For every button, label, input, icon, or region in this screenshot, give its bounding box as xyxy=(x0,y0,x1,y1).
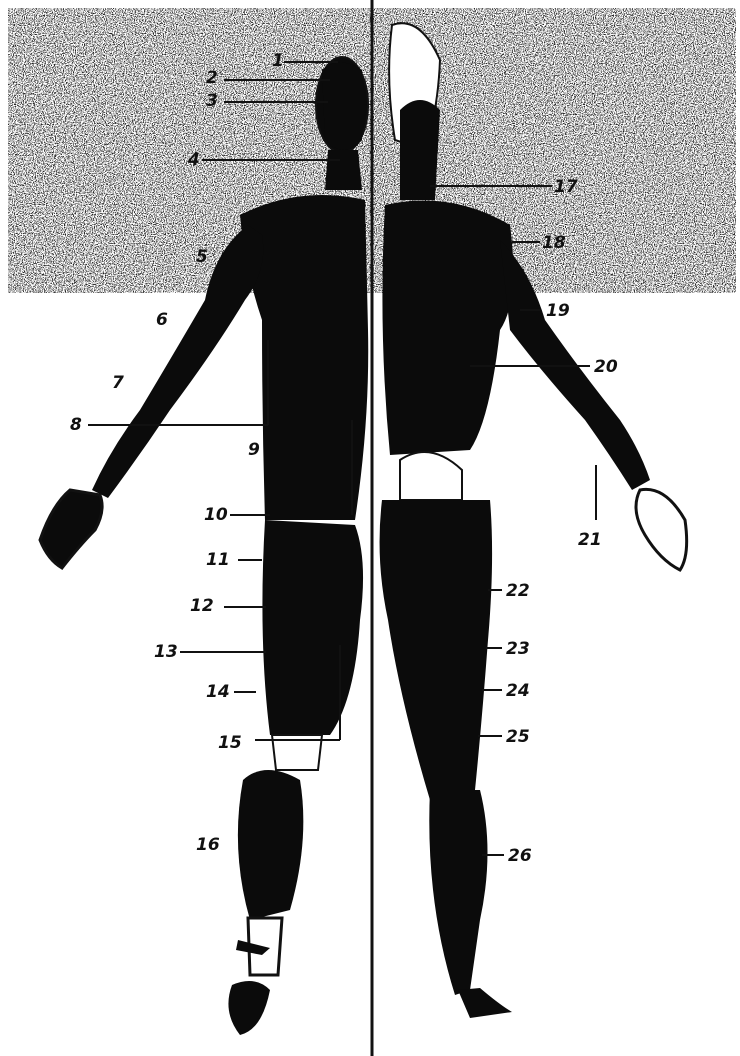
label-1: 1 xyxy=(272,51,284,71)
label-16: 16 xyxy=(196,835,220,855)
label-6: 6 xyxy=(156,310,168,330)
label-12: 12 xyxy=(190,596,214,616)
label-8: 8 xyxy=(70,415,82,435)
label-24: 24 xyxy=(506,681,530,701)
background-texture xyxy=(0,0,740,295)
label-4: 4 xyxy=(187,150,200,170)
label-14: 14 xyxy=(206,682,230,702)
label-9: 9 xyxy=(248,440,260,460)
label-3: 3 xyxy=(206,91,218,111)
label-15: 15 xyxy=(218,733,242,753)
label-13: 13 xyxy=(154,642,178,662)
label-21: 21 xyxy=(578,530,602,550)
label-23: 23 xyxy=(506,639,530,659)
label-25: 25 xyxy=(506,727,530,747)
label-18: 18 xyxy=(542,233,566,253)
label-19: 19 xyxy=(546,301,570,321)
label-26: 26 xyxy=(508,846,532,866)
label-22: 22 xyxy=(506,581,530,601)
label-5: 5 xyxy=(196,247,208,267)
label-7: 7 xyxy=(112,373,124,393)
label-17: 17 xyxy=(554,177,578,197)
label-10: 10 xyxy=(204,505,228,525)
label-20: 20 xyxy=(594,357,618,377)
label-2: 2 xyxy=(206,68,218,88)
label-11: 11 xyxy=(206,550,230,570)
